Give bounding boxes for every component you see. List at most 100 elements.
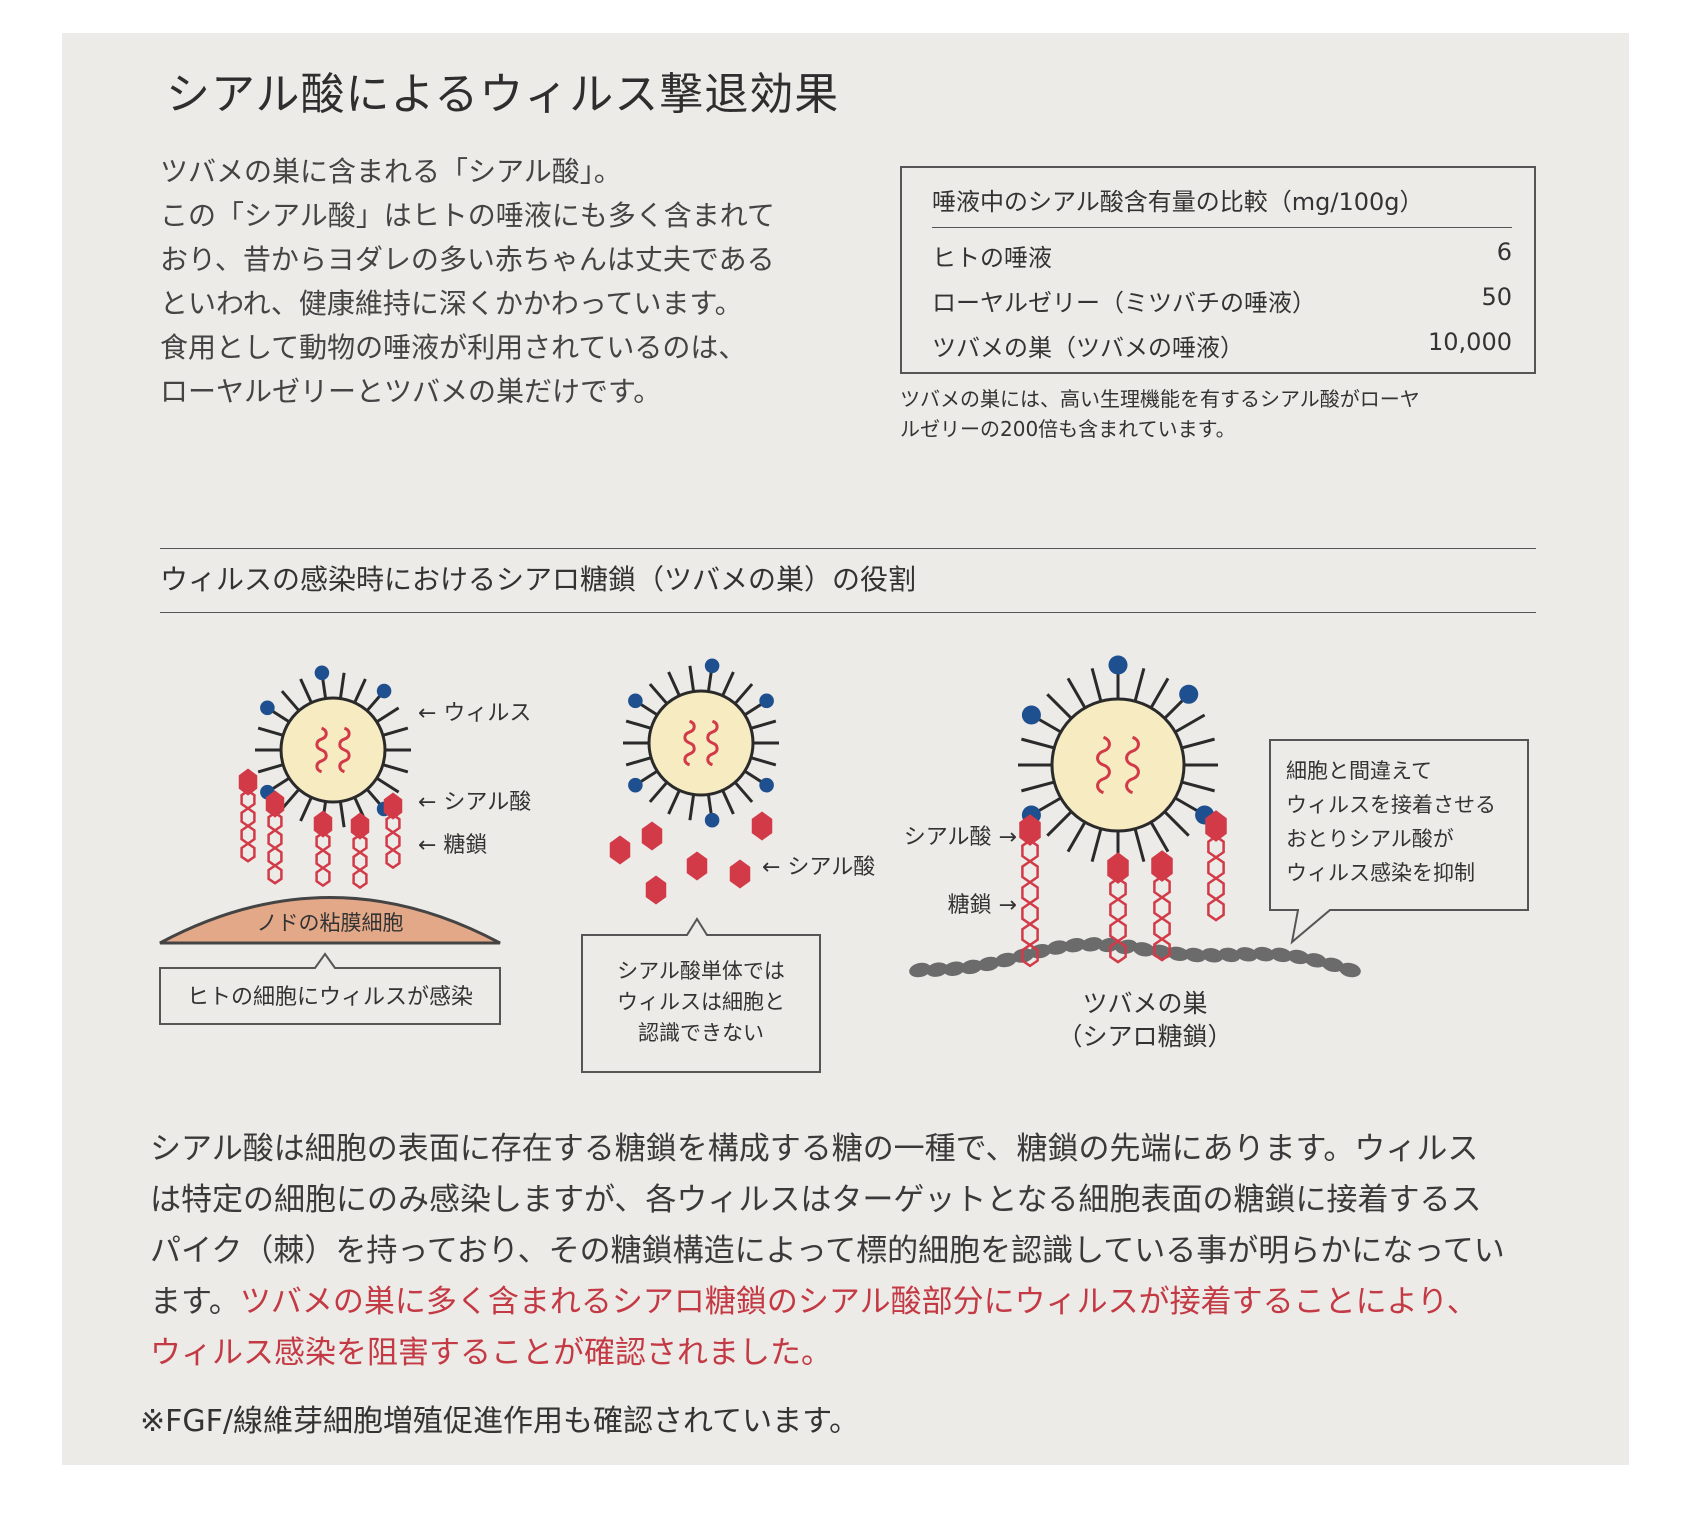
spike-receptor xyxy=(704,658,720,674)
bubble-line: 細胞と間違えて xyxy=(1286,759,1432,783)
virus-spike xyxy=(280,690,301,712)
virus-spike xyxy=(1021,737,1055,750)
body-line: は特定の細胞にのみ感染しますが、各ウィルスはターゲットとなる細胞表面の糖鎖に接着… xyxy=(150,1182,1482,1218)
spike-receptor xyxy=(314,665,330,681)
nest-label: （シアロ糖鎖） xyxy=(1057,1022,1232,1051)
virus-diagram: ← ウィルス ← シアル酸 ← 糖鎖 ノドの粘膜細胞 ヒトの細胞にウィルスが感染… xyxy=(0,640,1697,1100)
virus-spike xyxy=(1181,780,1215,793)
caption-line: 認識できない xyxy=(638,1021,764,1045)
figure-free-sialic-acid xyxy=(609,658,779,905)
virus-body xyxy=(1050,697,1186,833)
spike-receptor xyxy=(704,812,720,828)
caption-box-2 xyxy=(581,917,821,1073)
virus-spike xyxy=(750,756,777,767)
virus-spike xyxy=(1149,677,1170,709)
free-sialic-acid xyxy=(751,811,773,841)
spike-receptor xyxy=(376,683,392,699)
nest-label: ツバメの巣 xyxy=(1082,989,1207,1018)
virus-spike xyxy=(338,672,346,699)
nest-chain-unit xyxy=(1098,937,1121,953)
virus-spike xyxy=(257,726,284,737)
nest-chain-unit xyxy=(1270,947,1293,963)
virus-label: ← ウィルス xyxy=(418,701,531,726)
virus-spike xyxy=(648,683,669,705)
spike-receptor xyxy=(260,700,275,716)
sialic-acid xyxy=(265,790,285,818)
spike-receptor xyxy=(628,777,643,793)
sialic-acid xyxy=(1151,850,1173,882)
sugar-unit xyxy=(1021,901,1039,926)
section-title: ウィルスの感染時におけるシアロ糖鎖（ツバメの巣）の役割 xyxy=(160,563,917,596)
nest-chain-unit xyxy=(1321,957,1344,973)
sialic-acid xyxy=(1107,852,1129,884)
caption-line: シアル酸単体では xyxy=(617,959,785,983)
virus-spike xyxy=(353,678,367,704)
caption-box-1 xyxy=(159,952,501,1025)
intro-line: 食用として動物の唾液が利用されているのは、 xyxy=(160,331,747,364)
comparison-table: 唾液中のシアル酸含有量の比較（mg/100g） ヒトの唾液 6 ローヤルゼリー（… xyxy=(900,166,1536,374)
nest-chain-unit xyxy=(1339,962,1361,978)
nest-chain-unit xyxy=(995,952,1017,968)
virus-spike xyxy=(625,756,652,767)
sialic-acid xyxy=(1205,810,1227,842)
virus-rna xyxy=(706,719,719,767)
bubble-line: ウィルス感染を抑制 xyxy=(1286,861,1475,885)
nest-chain-unit xyxy=(1218,947,1241,963)
decoy-sugar-chain-label: 糖鎖 → xyxy=(948,893,1017,918)
sugar-unit xyxy=(352,850,368,872)
virus-spike xyxy=(721,671,735,697)
sugar-unit xyxy=(1109,918,1127,943)
nest-chain-unit xyxy=(977,956,1000,972)
comparison-value: 10,000 xyxy=(1428,328,1512,356)
caption-line: ウィルスは細胞と xyxy=(617,990,785,1014)
virus-spike xyxy=(1046,693,1073,720)
virus-spike xyxy=(1090,668,1103,702)
virus-spike xyxy=(257,763,284,774)
sugar-unit xyxy=(1207,876,1225,901)
sialic-acid xyxy=(383,792,403,820)
virus-spike xyxy=(1163,810,1190,837)
intro-line: ツバメの巣に含まれる「シアル酸」。 xyxy=(160,155,622,188)
virus-spike xyxy=(375,706,400,724)
virus-spike xyxy=(648,781,669,803)
nest-chain-unit xyxy=(1132,942,1155,957)
virus-spike xyxy=(733,683,754,705)
sugar-unit xyxy=(1021,859,1039,884)
virus-rna xyxy=(1096,735,1111,795)
sugar-unit xyxy=(240,842,256,863)
sugar-chain-label: ← 糖鎖 xyxy=(418,833,487,858)
comparison-row: ヒトの唾液 6 xyxy=(932,238,1512,272)
comparison-note-line: ツバメの巣には、高い生理機能を有するシアル酸がローヤ xyxy=(900,387,1420,411)
body-text-plain: ます。 xyxy=(150,1284,240,1320)
sugar-unit xyxy=(1021,880,1039,905)
sugar-unit xyxy=(1109,939,1127,964)
intro-paragraph: ツバメの巣に含まれる「シアル酸」。 この「シアル酸」はヒトの唾液にも多く含まれて… xyxy=(160,150,860,414)
sialic-acid xyxy=(313,810,333,838)
spike-receptor xyxy=(1179,684,1199,704)
spike-receptor xyxy=(1108,655,1128,675)
spike-receptor xyxy=(759,693,774,709)
virus-rna xyxy=(338,726,351,774)
sugar-unit xyxy=(1153,937,1171,962)
spike-receptor xyxy=(628,693,643,709)
virus-spike xyxy=(1090,828,1103,862)
sugar-unit xyxy=(352,868,368,890)
free-sialic-acid xyxy=(645,875,667,905)
nest-chain-unit xyxy=(960,959,983,975)
nest-chain-unit xyxy=(1046,940,1069,955)
sugar-unit xyxy=(1153,895,1171,920)
body-text-highlight: ツバメの巣に多く含まれるシアロ糖鎖のシアル酸部分にウィルスが接着することにより、 xyxy=(239,1284,1478,1320)
nest-chain-unit xyxy=(1081,937,1103,952)
virus-rna xyxy=(315,726,328,774)
virus-spike xyxy=(382,763,409,774)
section-rule-bottom xyxy=(160,612,1536,613)
comparison-label: ローヤルゼリー（ミツバチの唾液） xyxy=(932,289,1316,317)
nest-chain-unit xyxy=(1253,946,1275,962)
sugar-unit xyxy=(1109,897,1127,922)
spike-receptor xyxy=(1021,705,1041,725)
sugar-unit xyxy=(385,848,401,870)
free-sialic-acid xyxy=(609,835,631,865)
nest-chain-unit xyxy=(1287,949,1310,965)
virus-spike xyxy=(1021,780,1055,793)
virus-spike xyxy=(299,678,313,704)
